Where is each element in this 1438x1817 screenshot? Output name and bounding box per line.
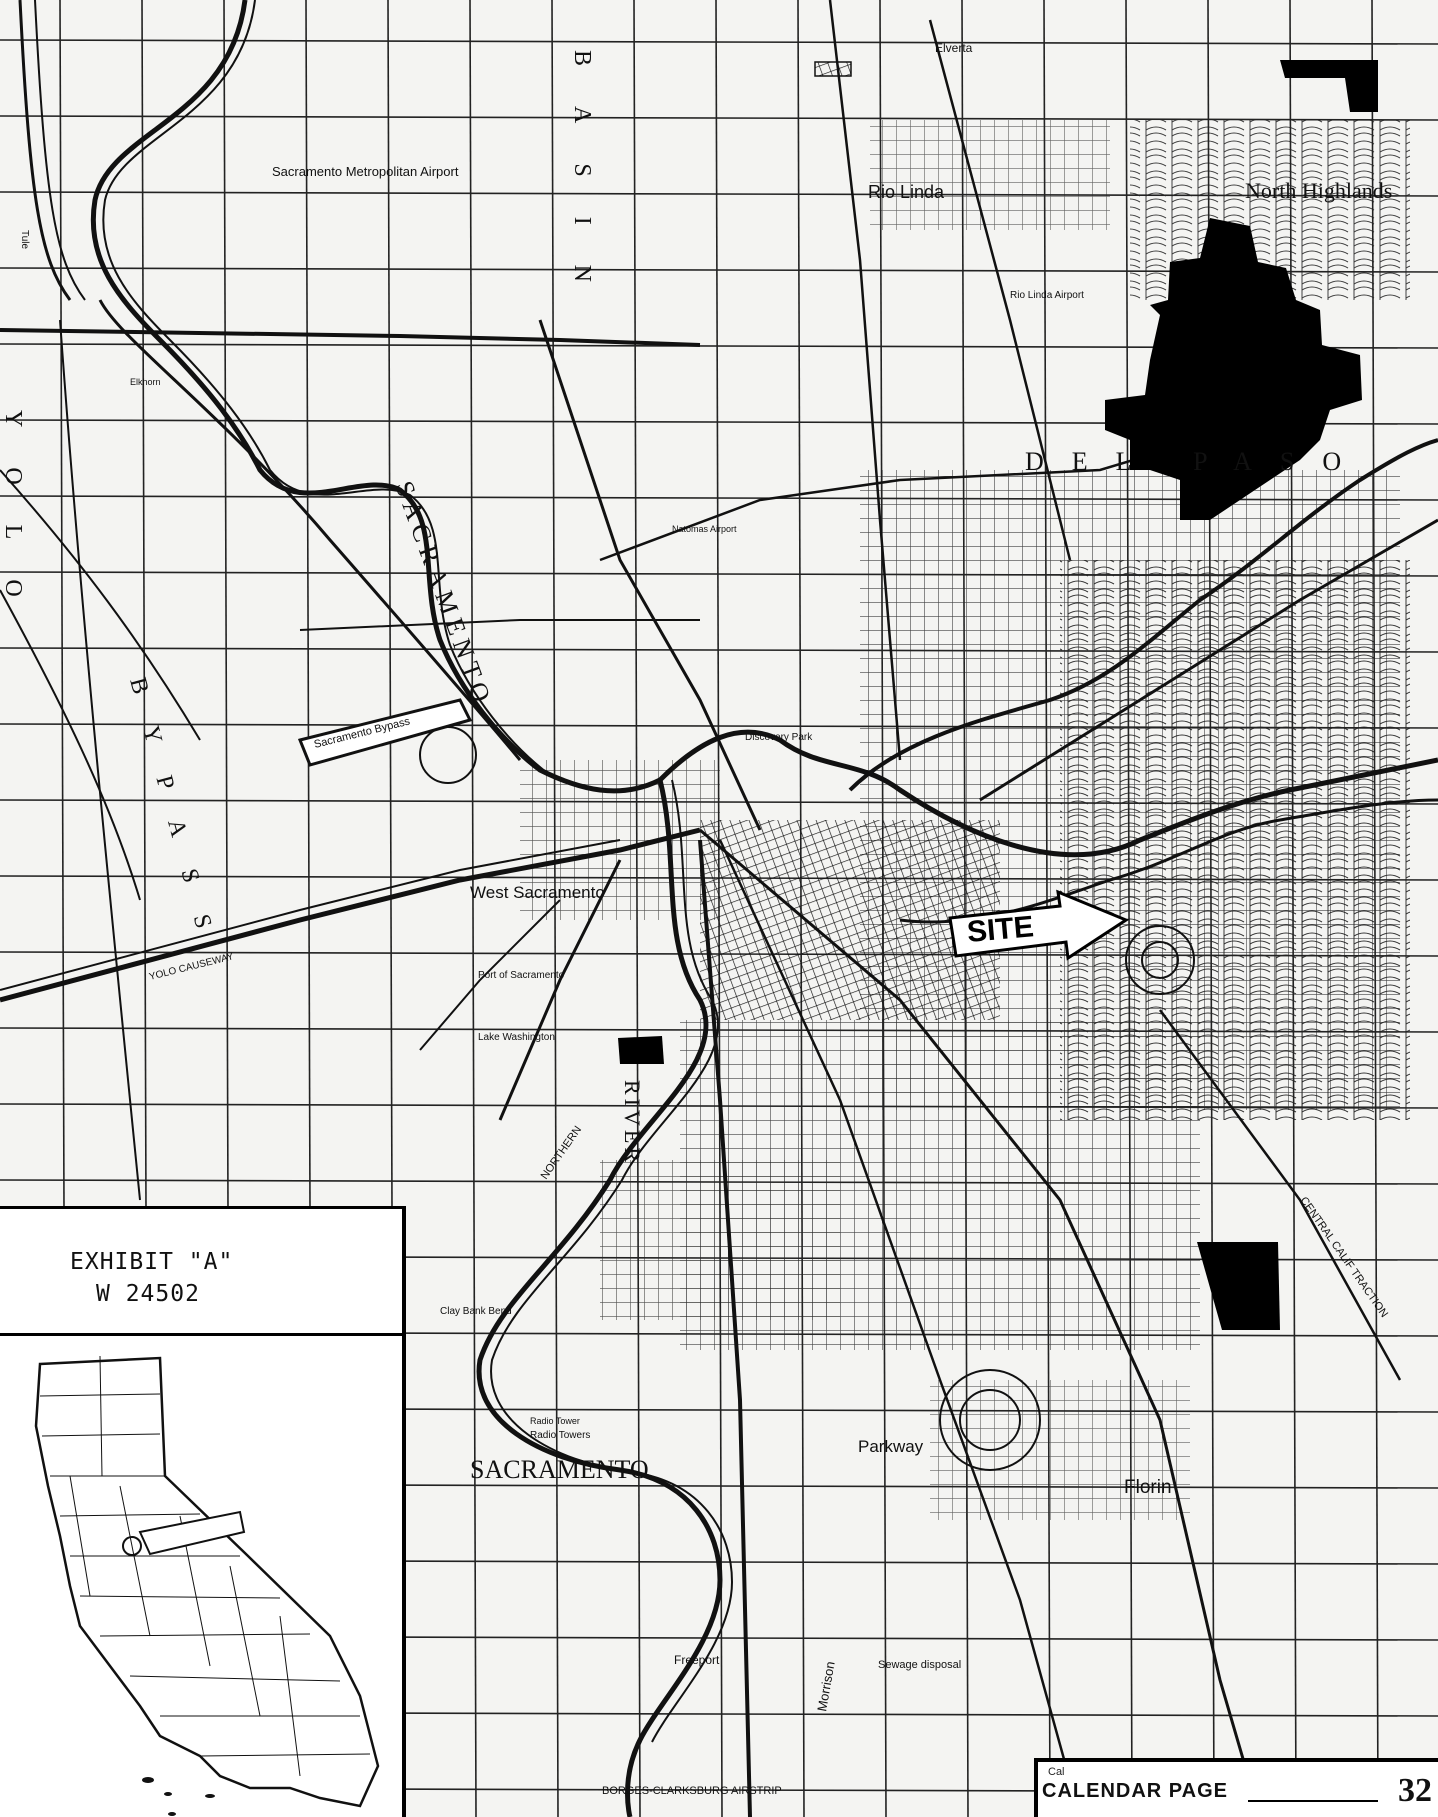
tule-label: Tule <box>19 230 30 250</box>
north-highlands-parcel <box>1105 218 1362 520</box>
north-highlands-label: North Highlands <box>1245 178 1392 203</box>
lake-washington-label: Lake Washington <box>478 1032 555 1043</box>
discovery-park-label: Discovery Park <box>745 732 813 743</box>
borges-airstrip-label: BORGES-CLARKSBURG AIRSTRIP <box>602 1785 782 1797</box>
sacramento-river-label: SACRAMENTO <box>389 477 498 711</box>
florin-parcel <box>1197 1242 1280 1330</box>
calendar-small-text: Cal <box>1048 1766 1065 1778</box>
del-paso-label: DEL PASO <box>1025 447 1369 476</box>
morrison-label: Morrison <box>814 1660 838 1712</box>
west-river-parcel <box>618 1036 664 1064</box>
section-line-vertical <box>469 0 477 1817</box>
florin-label: Florin <box>1124 1477 1172 1498</box>
elkhorn-label: Elkhorn <box>130 377 161 387</box>
northeast-corner-parcel <box>1280 60 1378 112</box>
elverta-label: Elverta <box>935 41 973 55</box>
west-sacramento-label: West Sacramento <box>470 883 605 902</box>
exhibit-box: EXHIBIT "A" W 24502 <box>0 1206 406 1336</box>
parkway-label: Parkway <box>858 1437 924 1456</box>
california-outline <box>34 1355 380 1816</box>
site-marker: SITE <box>948 889 1130 971</box>
exhibit-number: W 24502 <box>96 1281 200 1307</box>
natomas-airport-label: Natomas Airport <box>672 524 737 534</box>
sewage-disposal-label: Sewage disposal <box>878 1659 961 1671</box>
sacramento-city-label: SACRAMENTO <box>470 1455 649 1484</box>
port-of-sacramento-label: Port of Sacramento <box>478 970 565 981</box>
calendar-page-label: CALENDAR PAGE <box>1042 1780 1228 1802</box>
calendar-page-box: Cal CALENDAR PAGE 32 <box>1034 1758 1438 1817</box>
rio-linda-airport-label: Rio Linda Airport <box>1010 290 1084 301</box>
basin-label-b: BASIN <box>569 50 595 322</box>
urban-circles <box>419 726 1195 1471</box>
site-arrow-icon: SITE <box>948 889 1130 961</box>
california-inset-map <box>0 1336 406 1817</box>
sacramento-bypass: Sacramento Bypass <box>297 698 473 767</box>
clay-bank-bend-label: Clay Bank Bend <box>440 1306 512 1317</box>
urban-areas <box>520 120 1410 1520</box>
northern-label: NORTHERN <box>539 1124 584 1182</box>
yolo-label: YOLO <box>0 410 26 637</box>
freeport-label: Freeport <box>674 1653 720 1667</box>
radio-towers-label: Radio Towers <box>530 1430 590 1441</box>
calendar-page-number: 32 <box>1398 1772 1432 1809</box>
river-label: RIVER <box>620 1080 645 1166</box>
metro-airport-label: Sacramento Metropolitan Airport <box>272 164 459 179</box>
bypass-label: BYPASS <box>124 675 225 964</box>
section-line-horizontal <box>0 39 1438 45</box>
section-line-horizontal <box>0 115 1438 121</box>
shaded-parcels <box>618 60 1378 1330</box>
yolo-bypass-levee <box>59 319 141 1201</box>
elverta-airfield <box>814 61 852 77</box>
exhibit-title: EXHIBIT "A" <box>70 1249 234 1275</box>
locator-pointer-icon <box>138 1510 246 1556</box>
site-label: SITE <box>966 910 1035 949</box>
rio-linda-label: Rio Linda <box>868 182 945 202</box>
radio-tower-road-label: Radio Tower <box>530 1416 580 1426</box>
calendar-underline <box>1248 1800 1378 1802</box>
